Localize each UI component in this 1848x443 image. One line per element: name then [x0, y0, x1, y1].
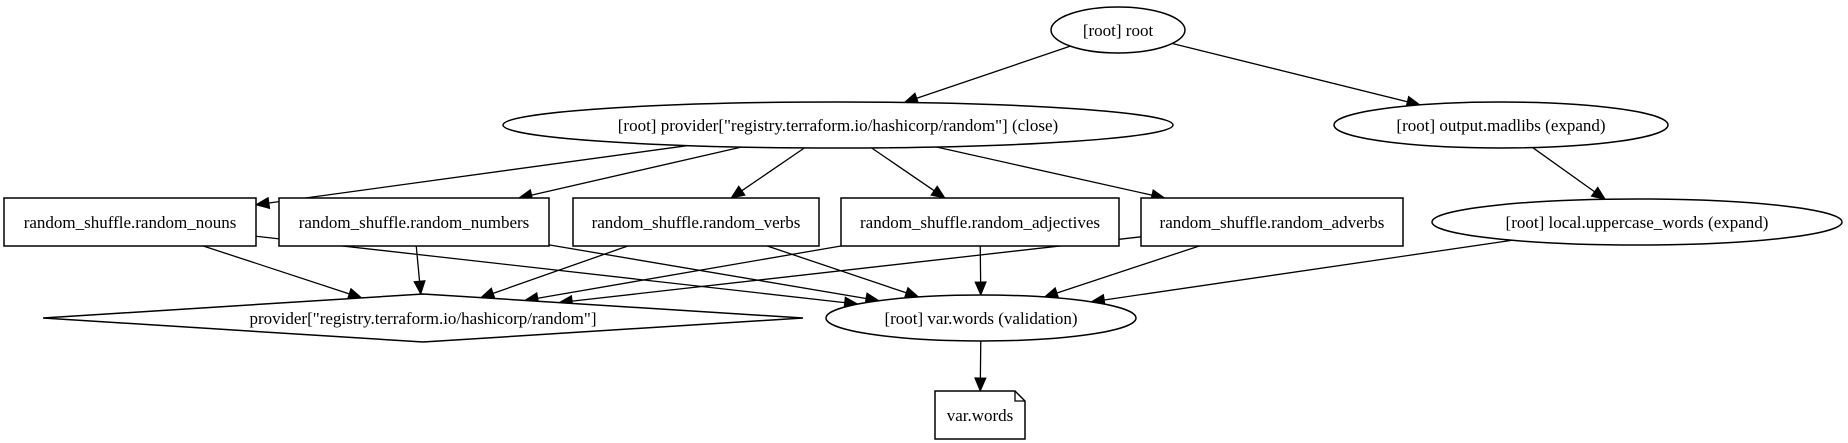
edge-provider_close-to-rs_adjectives: [871, 147, 946, 199]
edge-rs_nouns-to-var_validation: [255, 235, 859, 309]
edge-line: [1104, 239, 1513, 301]
node-label: [root] output.madlibs (expand): [1396, 116, 1605, 135]
nodes-layer: [root] root [root] provider["registry.ter…: [3, 6, 1843, 440]
node-label: provider["registry.terraform.io/hashicor…: [250, 309, 597, 328]
edge-line: [572, 236, 1142, 302]
node-rs_verbs[interactable]: random_shuffle.random_verbs: [572, 197, 820, 247]
node-label: random_shuffle.random_nouns: [24, 213, 237, 232]
edge-provider_close-to-rs_adverbs: [936, 146, 1166, 202]
node-shape-ellipse: [1333, 101, 1669, 149]
arrow-head-icon: [730, 185, 746, 199]
node-rs_adjectives[interactable]: random_shuffle.random_adjectives: [840, 197, 1120, 247]
node-label: [root] provider["registry.terraform.io/h…: [618, 116, 1058, 135]
node-shape-box: [572, 197, 820, 247]
edge-provider_close-to-rs_verbs: [730, 147, 805, 199]
edge-line: [255, 235, 845, 304]
edge-rs_numbers-to-provider: [413, 245, 426, 296]
node-label: random_shuffle.random_adjectives: [860, 213, 1100, 232]
edge-local_upper-to-var_validation: [1090, 239, 1513, 307]
edge-line: [268, 144, 689, 204]
arrow-head-icon: [479, 287, 496, 300]
node-label: random_shuffle.random_verbs: [592, 213, 801, 232]
arrow-head-icon: [1590, 186, 1607, 201]
node-shape-ellipse: [1050, 6, 1186, 54]
note-fold-icon: [1014, 391, 1025, 402]
edge-line: [1172, 42, 1408, 103]
node-output_madlibs[interactable]: [root] output.madlibs (expand): [1333, 101, 1669, 149]
edge-line: [1532, 147, 1595, 193]
node-root[interactable]: [root] root: [1050, 6, 1186, 54]
node-label: var.words: [947, 406, 1014, 425]
edge-rs_adjectives-to-provider: [523, 245, 842, 305]
edge-var_validation-to-var_words: [974, 340, 987, 393]
edge-line: [936, 146, 1153, 196]
edge-line: [537, 245, 842, 299]
node-label: [root] local.uppercase_words (expand): [1506, 213, 1769, 232]
edge-rs_adverbs-to-var_validation: [1043, 245, 1200, 299]
node-rs_nouns[interactable]: random_shuffle.random_nouns: [3, 197, 257, 247]
edge-output_madlibs-to-local_upper: [1532, 147, 1607, 201]
edge-line: [767, 245, 907, 294]
node-label: [root] root: [1083, 21, 1154, 40]
edge-root-to-provider_close: [903, 45, 1071, 105]
edge-line: [548, 244, 867, 300]
edge-provider_close-to-rs_numbers: [517, 146, 742, 202]
arrow-head-icon: [930, 185, 946, 199]
edge-line: [1056, 245, 1200, 294]
arrow-head-icon: [254, 196, 271, 210]
node-var_validation[interactable]: [root] var.words (validation): [825, 294, 1137, 342]
arrow-head-icon: [974, 377, 987, 393]
edge-line: [531, 146, 742, 196]
node-shape-diamond: [42, 293, 804, 343]
node-shape-ellipse: [825, 294, 1137, 342]
edge-line: [415, 245, 421, 282]
node-shape-box: [840, 197, 1120, 247]
node-shape-ellipse: [502, 101, 1174, 149]
edge-line: [203, 245, 350, 295]
arrow-head-icon: [974, 281, 987, 297]
node-shape-ellipse: [1431, 198, 1843, 246]
node-shape-note: [934, 390, 1026, 440]
node-shape-box: [3, 197, 257, 247]
node-provider_close[interactable]: [root] provider["registry.terraform.io/h…: [502, 101, 1174, 149]
node-rs_numbers[interactable]: random_shuffle.random_numbers: [278, 197, 550, 247]
node-label: random_shuffle.random_adverbs: [1160, 213, 1385, 232]
node-local_upper[interactable]: [root] local.uppercase_words (expand): [1431, 198, 1843, 246]
edge-line: [871, 147, 935, 192]
edge-provider_close-to-rs_nouns: [254, 144, 689, 210]
edge-root-to-output_madlibs: [1172, 42, 1422, 108]
node-label: [root] var.words (validation): [884, 309, 1077, 328]
edge-line: [741, 147, 805, 192]
edge-rs_adjectives-to-var_validation: [974, 245, 987, 297]
edge-rs_verbs-to-provider: [479, 245, 628, 300]
node-rs_adverbs[interactable]: random_shuffle.random_adverbs: [1140, 197, 1404, 247]
edge-rs_verbs-to-var_validation: [767, 245, 920, 299]
node-shape-box: [1140, 197, 1404, 247]
node-var_words[interactable]: var.words: [934, 390, 1026, 440]
node-provider[interactable]: provider["registry.terraform.io/hashicor…: [42, 293, 804, 343]
arrow-head-icon: [413, 280, 426, 296]
edge-line: [492, 245, 628, 294]
edge-line: [916, 45, 1071, 99]
edges-layer: [203, 42, 1607, 393]
node-label: random_shuffle.random_numbers: [299, 213, 530, 232]
node-shape-box: [278, 197, 550, 247]
edge-rs_nouns-to-provider: [203, 245, 363, 300]
